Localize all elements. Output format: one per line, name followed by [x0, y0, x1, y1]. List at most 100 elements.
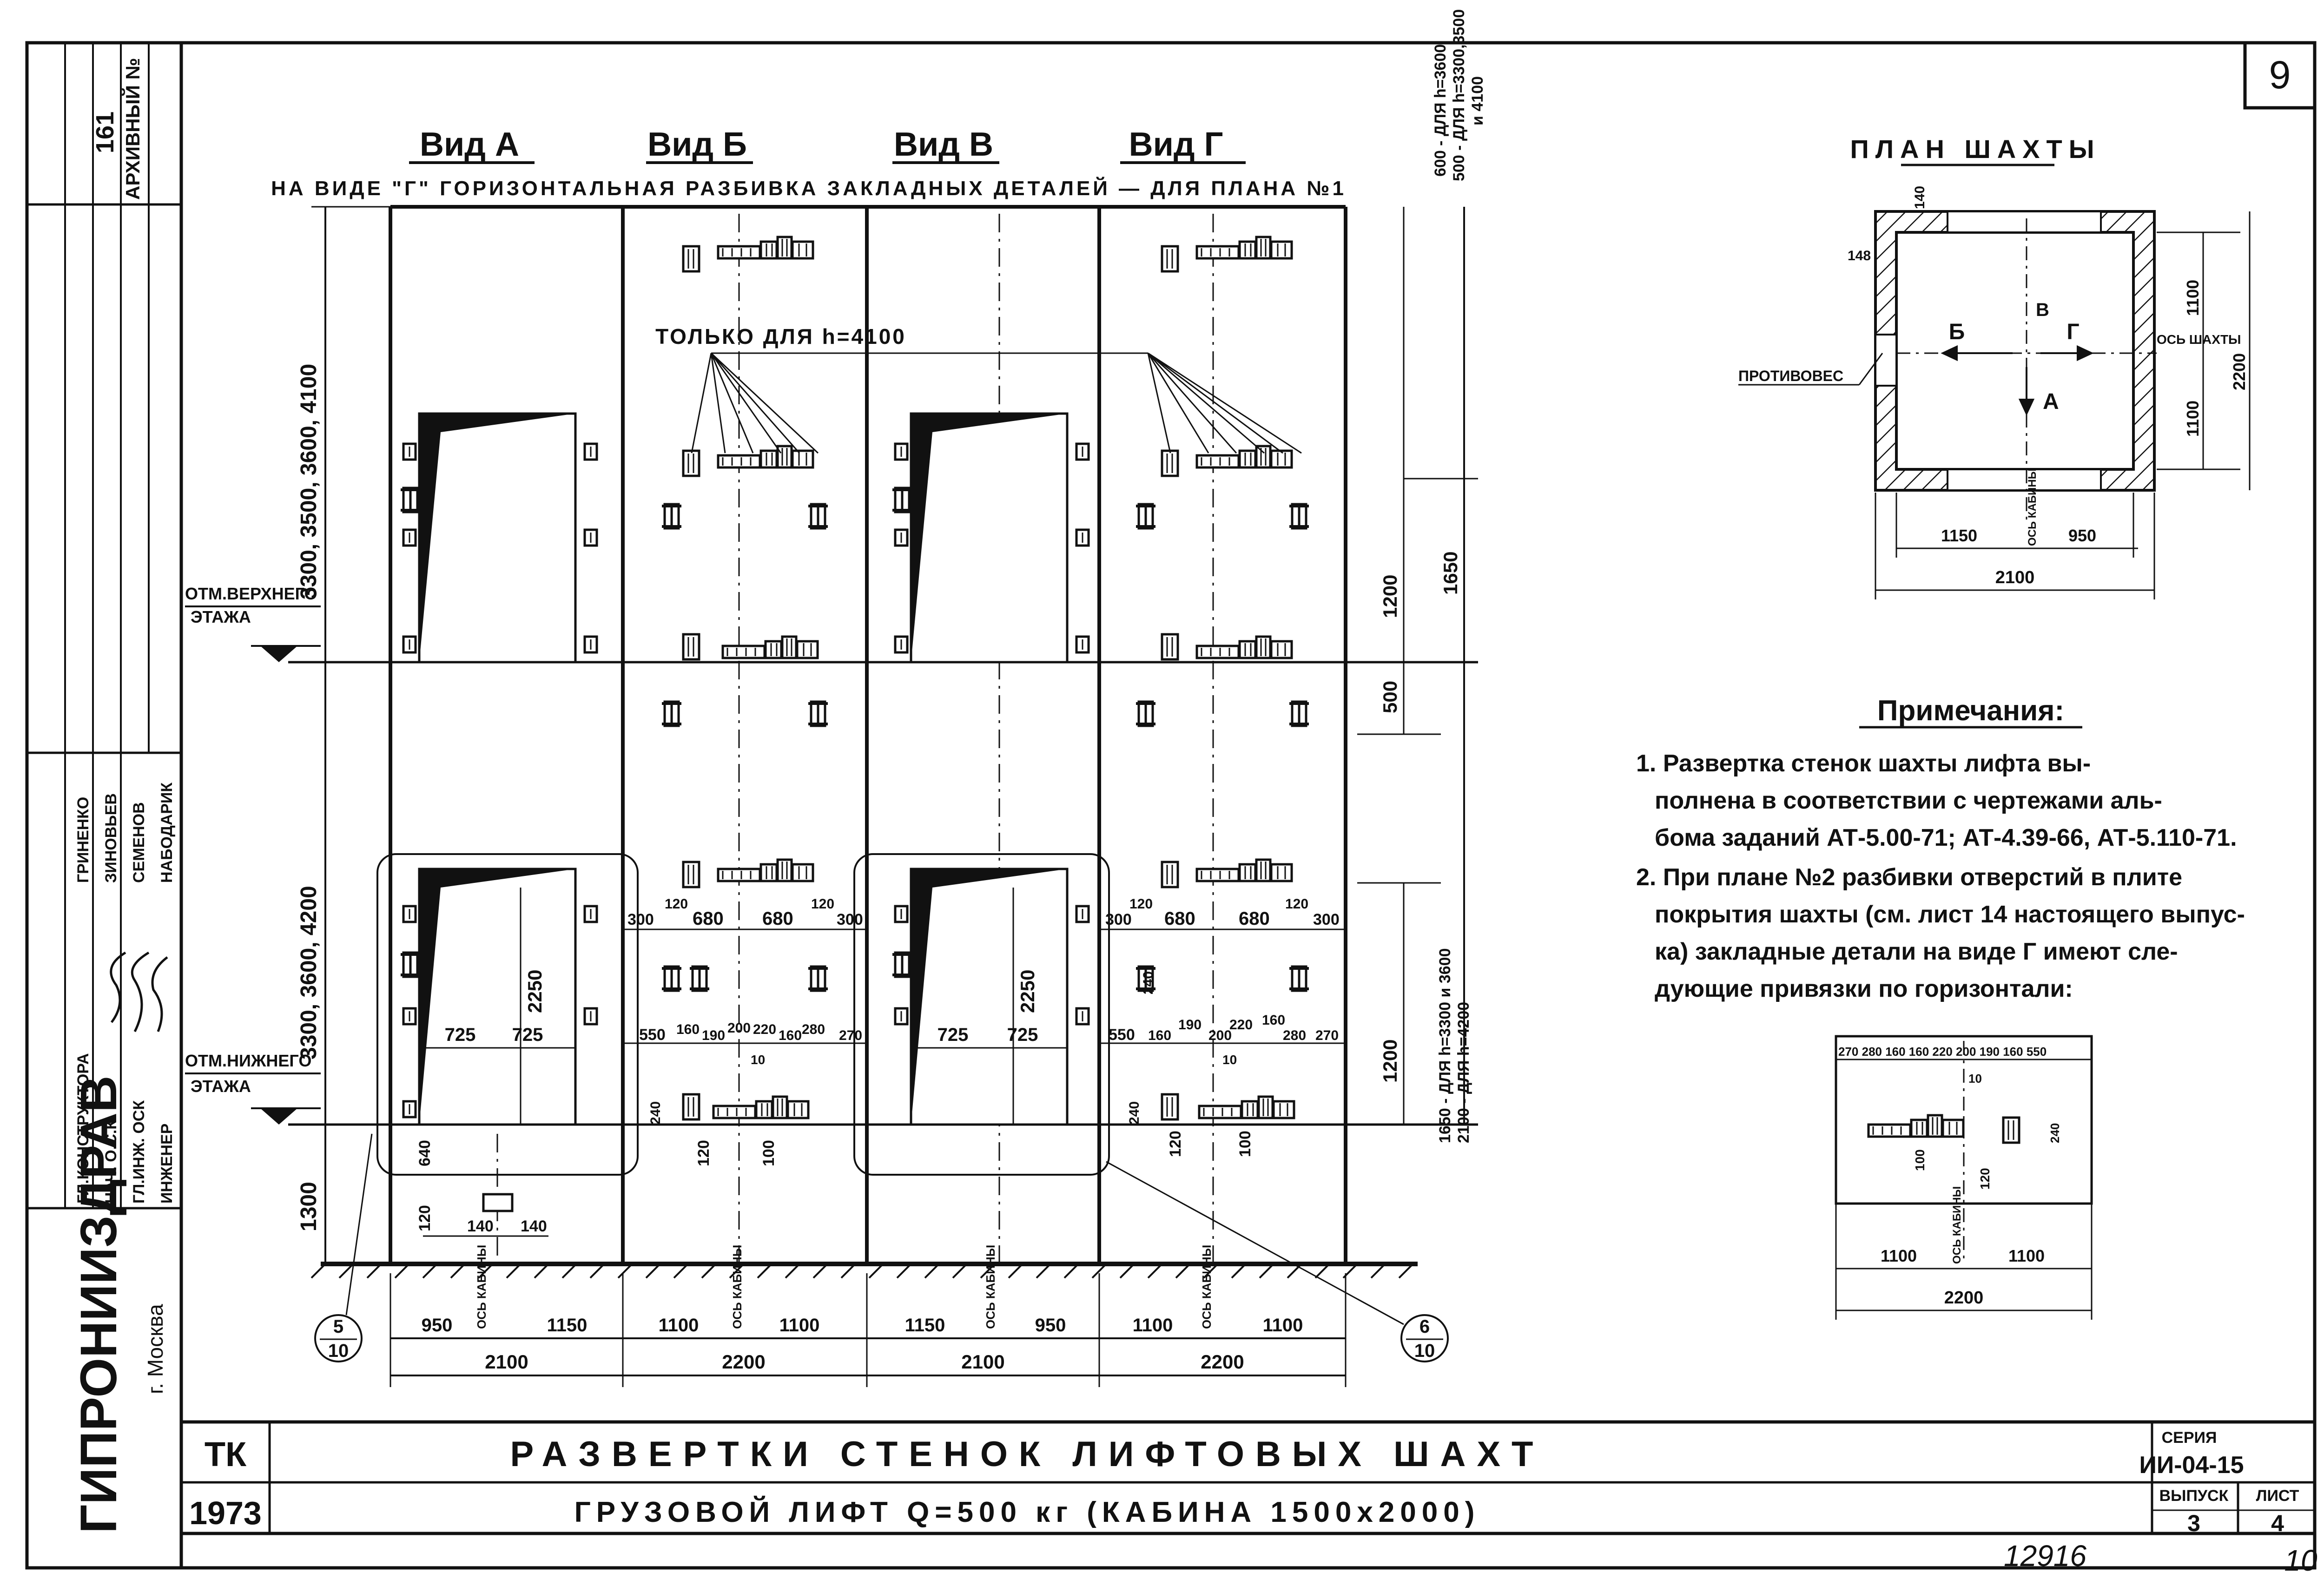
door-openings — [376, 412, 1110, 1176]
right-top-2: 500 - ДЛЯ h=3300,3500 — [1450, 9, 1468, 181]
plan-letter-g: Г — [2067, 320, 2079, 344]
right-1650: 1650 — [1439, 552, 1461, 595]
dim-280-b: 280 — [802, 1022, 825, 1037]
plan-dim-1150: 1150 — [1941, 526, 1977, 545]
bottom-total-2: 2200 — [722, 1351, 765, 1373]
bottom-dim-6: 950 — [1035, 1315, 1066, 1336]
bottom-dim-4: 1100 — [779, 1315, 820, 1336]
stamp-role-2: НАЧ. О.С.К. — [102, 1116, 120, 1204]
dim-160-b1: 160 — [676, 1022, 700, 1037]
callout-right-bottom: 10 — [1414, 1341, 1435, 1361]
inset-detail: 270 280 160 160 220 200 190 160 550 10 2… — [1835, 1035, 2093, 1320]
stamp-role-4: ИНЖЕНЕР — [158, 1124, 176, 1204]
dim-10-b: 10 — [751, 1053, 765, 1067]
view-labels: Вид А Вид Б Вид В Вид Г НА ВИДЕ "Г" ГОРИ… — [271, 126, 1344, 200]
axis-label-1: ОСЬ КАБИНЫ — [475, 1245, 489, 1329]
inset-dim-240: 240 — [2048, 1123, 2062, 1143]
plan-dim-950: 950 — [2068, 526, 2096, 545]
note-line-1: 1. Развертка стенок шахты лифта вы- — [1636, 750, 2091, 777]
door-height-v: 2250 — [1017, 970, 1038, 1013]
plan-axis-cabin: ОСЬ КАБИНЫ — [2026, 468, 2039, 546]
axis-label-2: ОСЬ КАБИНЫ — [730, 1245, 744, 1329]
bottom-total-4: 2200 — [1201, 1351, 1244, 1373]
dim-200-b: 200 — [727, 1020, 751, 1036]
right-top-1: 600 - ДЛЯ h=3600 — [1432, 44, 1449, 177]
left-height-top: 3300, 3500, 3600, 4100 — [297, 364, 321, 599]
dim-190-b: 190 — [702, 1028, 725, 1043]
only-for-label: ТОЛЬКО ДЛЯ h=4100 — [655, 324, 906, 349]
dim-300-b2: 300 — [837, 911, 863, 928]
dim-280-g: 280 — [1283, 1028, 1306, 1043]
callout-right-top: 6 — [1419, 1316, 1430, 1337]
side-stamp-frame — [25, 41, 183, 1570]
city: г. Москва — [143, 1304, 167, 1394]
lower-floor-mark: ОТМ.НИЖНЕГО — [185, 1051, 311, 1070]
left-height-bottom: 3300, 3600, 4200 — [297, 886, 321, 1059]
dim-120-b1: 120 — [665, 896, 688, 912]
axis-label-4: ОСЬ КАБИНЫ — [1200, 1245, 1214, 1329]
embedded-parts — [401, 237, 1309, 1212]
title-subtitle: ГРУЗОВОЙ ЛИФТ Q=500 кг (КАБИНА 1500х2000… — [574, 1496, 1480, 1528]
dim-120-g2: 120 — [1285, 896, 1308, 912]
dim-120-b-low: 120 — [695, 1140, 713, 1166]
dim-240-b: 240 — [648, 1101, 663, 1125]
view-b-label: Вид Б — [647, 126, 747, 163]
dim-160-g1: 160 — [1148, 1028, 1171, 1043]
dim-680-b1: 680 — [693, 908, 724, 929]
dim-120-pit: 120 — [416, 1205, 434, 1231]
inset-dim-10: 10 — [1968, 1072, 1982, 1086]
door-dimensions: 2250 2250 725 725 725 725 640 120 140 14… — [416, 888, 1067, 1237]
dim-190-g: 190 — [1178, 1017, 1202, 1033]
dim-220-b: 220 — [753, 1022, 776, 1037]
axis-shaft-label: ОСЬ ШАХТЫ — [2157, 332, 2241, 347]
note-line-5: покрытия шахты (см. лист 14 настоящего в… — [1655, 901, 2245, 928]
dim-270-g: 270 — [1315, 1028, 1339, 1043]
dim-200-g: 200 — [1208, 1028, 1232, 1043]
dim-550-b: 550 — [639, 1026, 666, 1044]
archive-number-label: АРХИВНЫЙ № — [121, 58, 144, 200]
plan-dim-2100: 2100 — [1995, 568, 2035, 587]
plan-dim-148: 148 — [1848, 248, 1871, 263]
dim-220-g: 220 — [1229, 1017, 1253, 1033]
plan-dim-140: 140 — [1912, 186, 1928, 209]
organization: ГИПРОНИИЗДРАВ — [70, 1076, 127, 1533]
right-top-3: и 4100 — [1469, 76, 1486, 125]
inset-right: 1100 — [2008, 1246, 2045, 1265]
leader-only-4100: ТОЛЬКО ДЛЯ h=4100 — [655, 324, 1302, 454]
dim-640: 640 — [416, 1140, 434, 1166]
issue-value: 3 — [2187, 1510, 2200, 1536]
dim-300-g2: 300 — [1313, 911, 1340, 928]
stamp-name-4: НАБОДАРИК — [158, 783, 176, 883]
title-block: ТК 1973 РАЗВЕРТКИ СТЕНОК ЛИФТОВЫХ ШАХТ Г… — [181, 1420, 2315, 1536]
view-g-label: Вид Г — [1129, 126, 1223, 163]
shaft-plan: ПЛАН ШАХТЫ Б В Г А ПРОТИВОВЕС ОСЬ ШАХТЫ … — [1738, 134, 2251, 599]
bottom-dim-8: 1100 — [1263, 1315, 1303, 1336]
dim-10-g: 10 — [1222, 1053, 1237, 1067]
series-label: СЕРИЯ — [2162, 1429, 2217, 1447]
bottom-dim-3: 1100 — [659, 1315, 699, 1336]
right-1200-top: 1200 — [1379, 575, 1401, 618]
counterweight-label: ПРОТИВОВЕС — [1738, 368, 1843, 384]
door-half-v1: 725 — [938, 1025, 969, 1045]
door-half-v2: 725 — [1007, 1025, 1038, 1045]
stamp-role-3: ГЛ.ИНЖ. ОСК — [130, 1100, 148, 1204]
dim-120-g-low: 120 — [1167, 1131, 1184, 1157]
inset-total: 2200 — [1944, 1288, 1984, 1308]
right-dimensions: 600 - ДЛЯ h=3600 500 - ДЛЯ h=3300,3500 и… — [1357, 9, 1486, 1143]
door-half-a2: 725 — [512, 1025, 543, 1045]
right-bottom-1: 1650 - ДЛЯ h=3300 и 3600 — [1436, 948, 1454, 1143]
archive-number: 161 — [91, 112, 119, 153]
pit-depth: 1300 — [297, 1182, 321, 1231]
note-line-3: бома заданий АТ-5.00-71; АТ-4.39-66, АТ-… — [1655, 824, 2237, 851]
stamp-name-3: СЕМЕНОВ — [130, 802, 148, 883]
view-a-label: Вид А — [420, 126, 519, 163]
issue-label: ВЫПУСК — [2159, 1487, 2229, 1505]
bottom-total-3: 2100 — [961, 1351, 1004, 1373]
plan-letter-b: Б — [1949, 320, 1965, 344]
dim-140a: 140 — [467, 1217, 494, 1235]
right-500: 500 — [1379, 681, 1401, 713]
upper-floor-mark-2: ЭТАЖА — [191, 607, 251, 626]
bottom-dim-7: 1100 — [1133, 1315, 1173, 1336]
title-main: РАЗВЕРТКИ СТЕНОК ЛИФТОВЫХ ШАХТ — [510, 1434, 1545, 1474]
elevation-walls — [288, 205, 1478, 1279]
